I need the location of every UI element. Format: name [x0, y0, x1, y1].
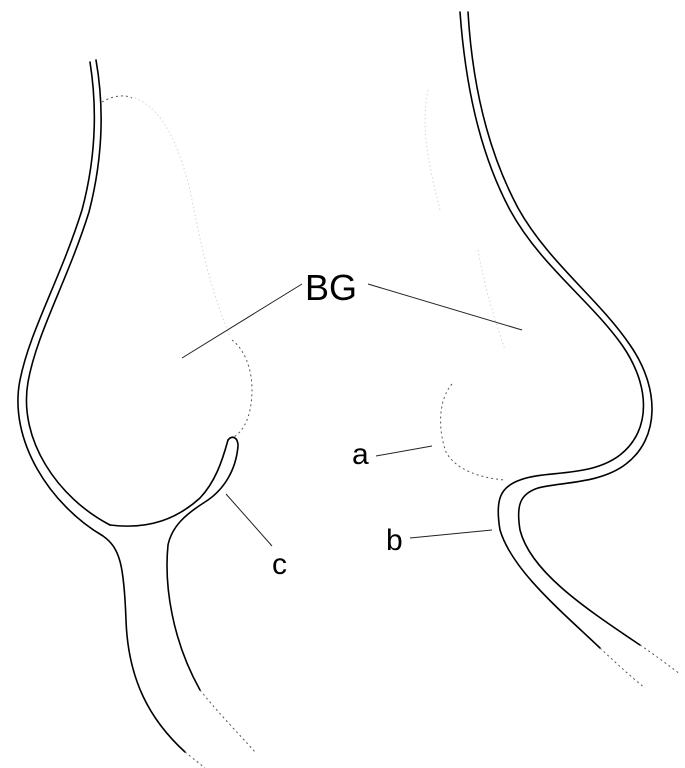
label-a: a [352, 438, 369, 471]
label-a-group: a [352, 438, 432, 471]
left-lip-c [167, 437, 238, 690]
right-outer-wall-inner-line [468, 12, 652, 645]
right-duct-dash-1 [600, 648, 645, 688]
a-leader [376, 446, 432, 456]
right-gland-structure [425, 12, 680, 688]
left-duct-dash-1 [185, 752, 205, 768]
right-outer-wall [460, 12, 644, 648]
left-outer-wall [18, 62, 185, 752]
right-faint-outline-1 [425, 90, 440, 210]
right-opening-dashed [441, 384, 505, 480]
label-b-group: b [386, 524, 492, 557]
bg-leader-right [368, 284, 522, 330]
right-faint-outline-2 [478, 250, 505, 350]
label-b: b [386, 524, 403, 557]
left-gland-structure [18, 60, 255, 768]
bg-leader-left [182, 284, 302, 358]
label-bg: BG [305, 267, 357, 308]
left-side-dashed [232, 340, 252, 438]
left-faint-outline [135, 98, 230, 336]
label-c-group: c [226, 494, 287, 581]
left-duct-dash-2 [200, 690, 255, 752]
c-leader [226, 494, 272, 546]
b-leader [410, 530, 492, 538]
left-outer-wall-inner-line [26, 60, 110, 525]
right-duct-dash-2 [640, 645, 680, 674]
left-top-dashed [102, 96, 132, 102]
label-bg-group: BG [182, 267, 522, 358]
left-inner-wall [110, 440, 228, 526]
label-c: c [272, 548, 287, 581]
